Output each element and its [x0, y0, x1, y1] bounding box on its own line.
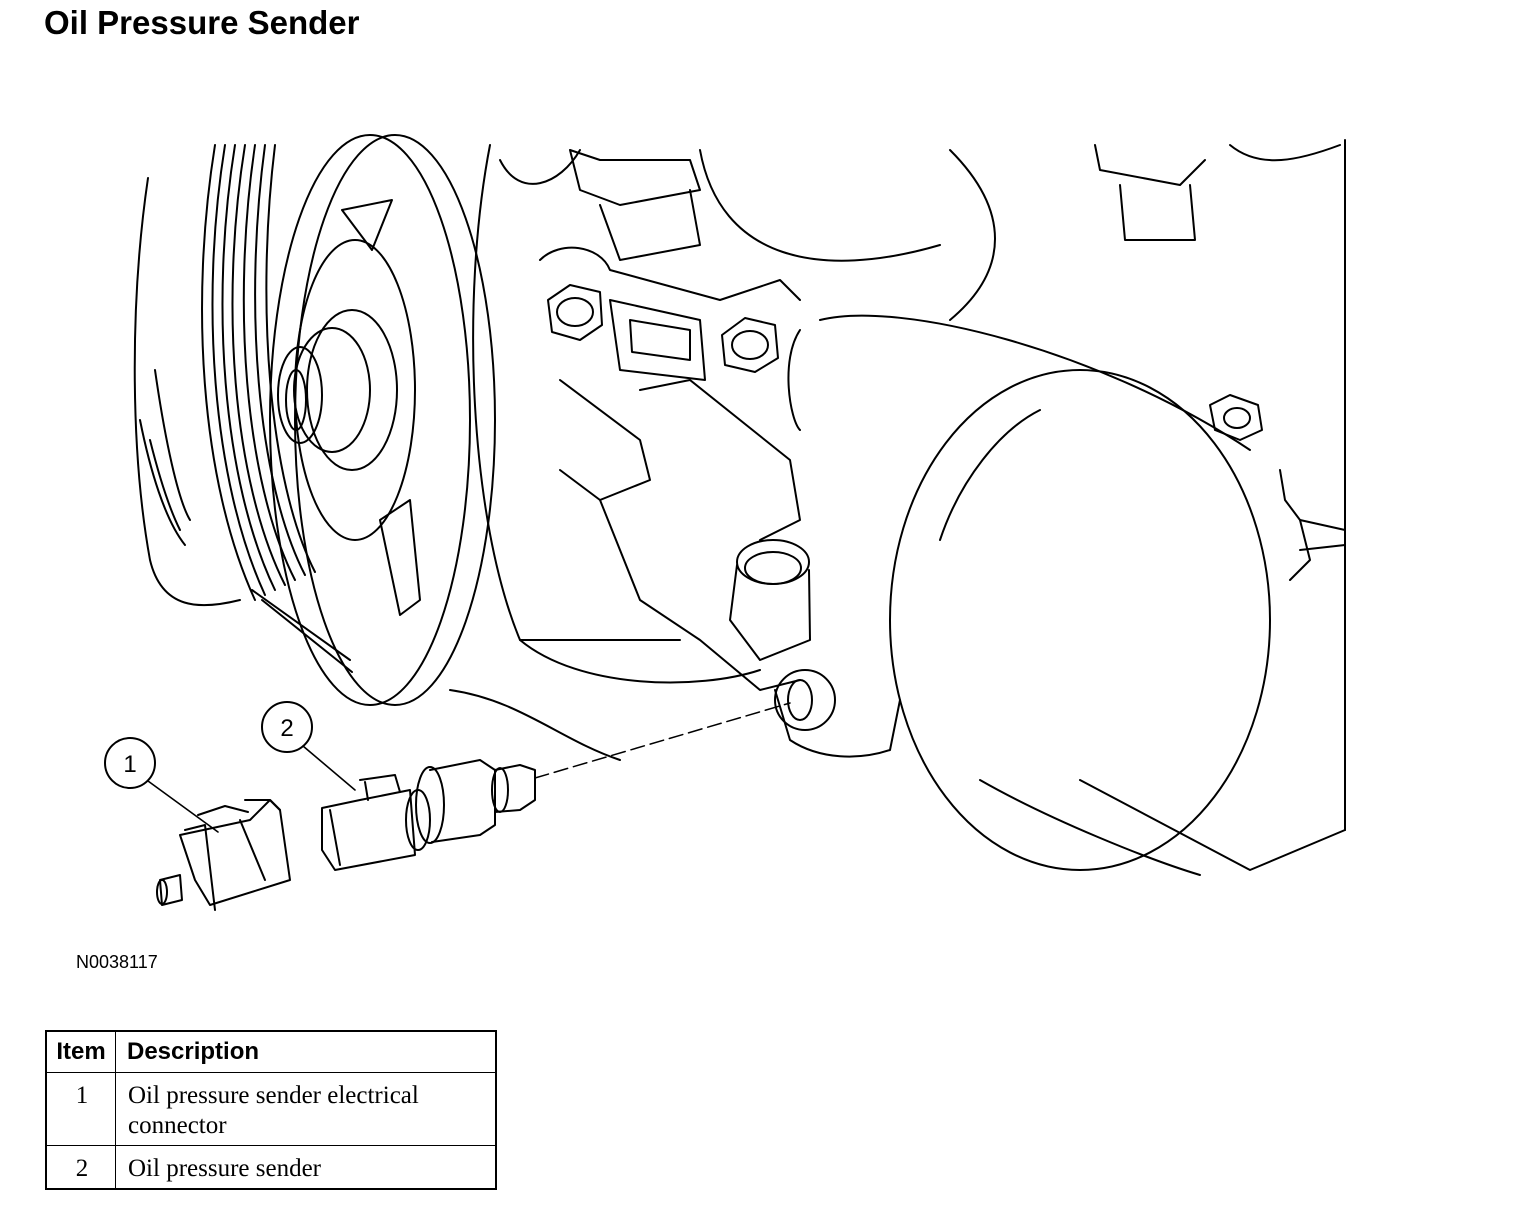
page-title: Oil Pressure Sender: [44, 4, 360, 41]
header-description: Description: [115, 1030, 497, 1073]
callout-1: 1: [104, 737, 219, 833]
legend-table: Item Description 1 Oil pressure sender e…: [45, 1030, 497, 1190]
power-steering-pulley: [269, 134, 496, 706]
callout-2-number: 2: [280, 715, 293, 742]
table-row: 2 Oil pressure sender: [45, 1145, 497, 1190]
power-steering-pump: [449, 144, 996, 761]
crankshaft-pulley: [133, 177, 241, 607]
row-item: 2: [45, 1145, 116, 1190]
figure-id: N0038117: [76, 952, 158, 972]
table-row: 1 Oil pressure sender electrical connect…: [45, 1072, 497, 1146]
engine-block: [1079, 139, 1346, 871]
callout-2: 2: [261, 701, 356, 791]
installation-line: [534, 702, 791, 779]
row-description: Oil pressure sender electrical connector: [115, 1072, 497, 1146]
drive-belt: [201, 144, 353, 673]
oil-pressure-port: [729, 539, 901, 758]
legend-header-row: Item Description: [45, 1030, 497, 1073]
mounting-bracket: [539, 246, 801, 691]
row-item: 1: [45, 1072, 116, 1146]
row-description: Oil pressure sender: [115, 1145, 497, 1190]
oil-pressure-sender: [321, 759, 536, 871]
oil-filter: [787, 314, 1271, 876]
callout-1-number: 1: [123, 751, 136, 778]
header-item: Item: [45, 1030, 116, 1073]
oil-pressure-sender-electrical-connector: [156, 799, 291, 911]
